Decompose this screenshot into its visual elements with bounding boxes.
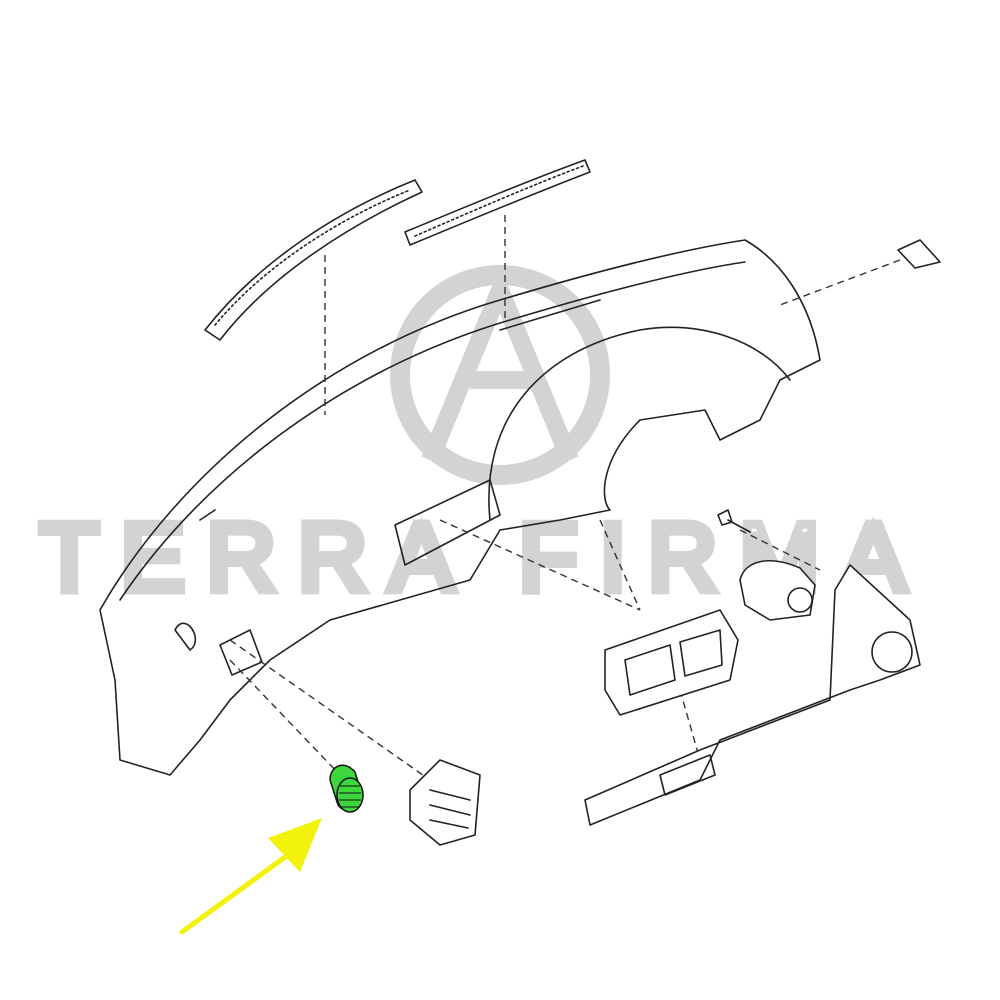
lower-cover-panel [584, 564, 921, 826]
watermark-logo: TERRA FIRMA [36, 265, 910, 616]
dashboard-panel [99, 239, 821, 776]
screw [717, 509, 751, 533]
side-trim-clip [897, 239, 941, 269]
side-vent [409, 759, 481, 846]
arrow-pointer-icon [179, 818, 322, 935]
leader-lines [229, 215, 901, 781]
switch-unit [739, 560, 816, 621]
center-vent-assembly [604, 609, 739, 716]
highlighted-vent-grille[interactable] [329, 764, 364, 813]
defroster-grille-right [404, 159, 591, 246]
defroster-grille-left [204, 179, 423, 341]
